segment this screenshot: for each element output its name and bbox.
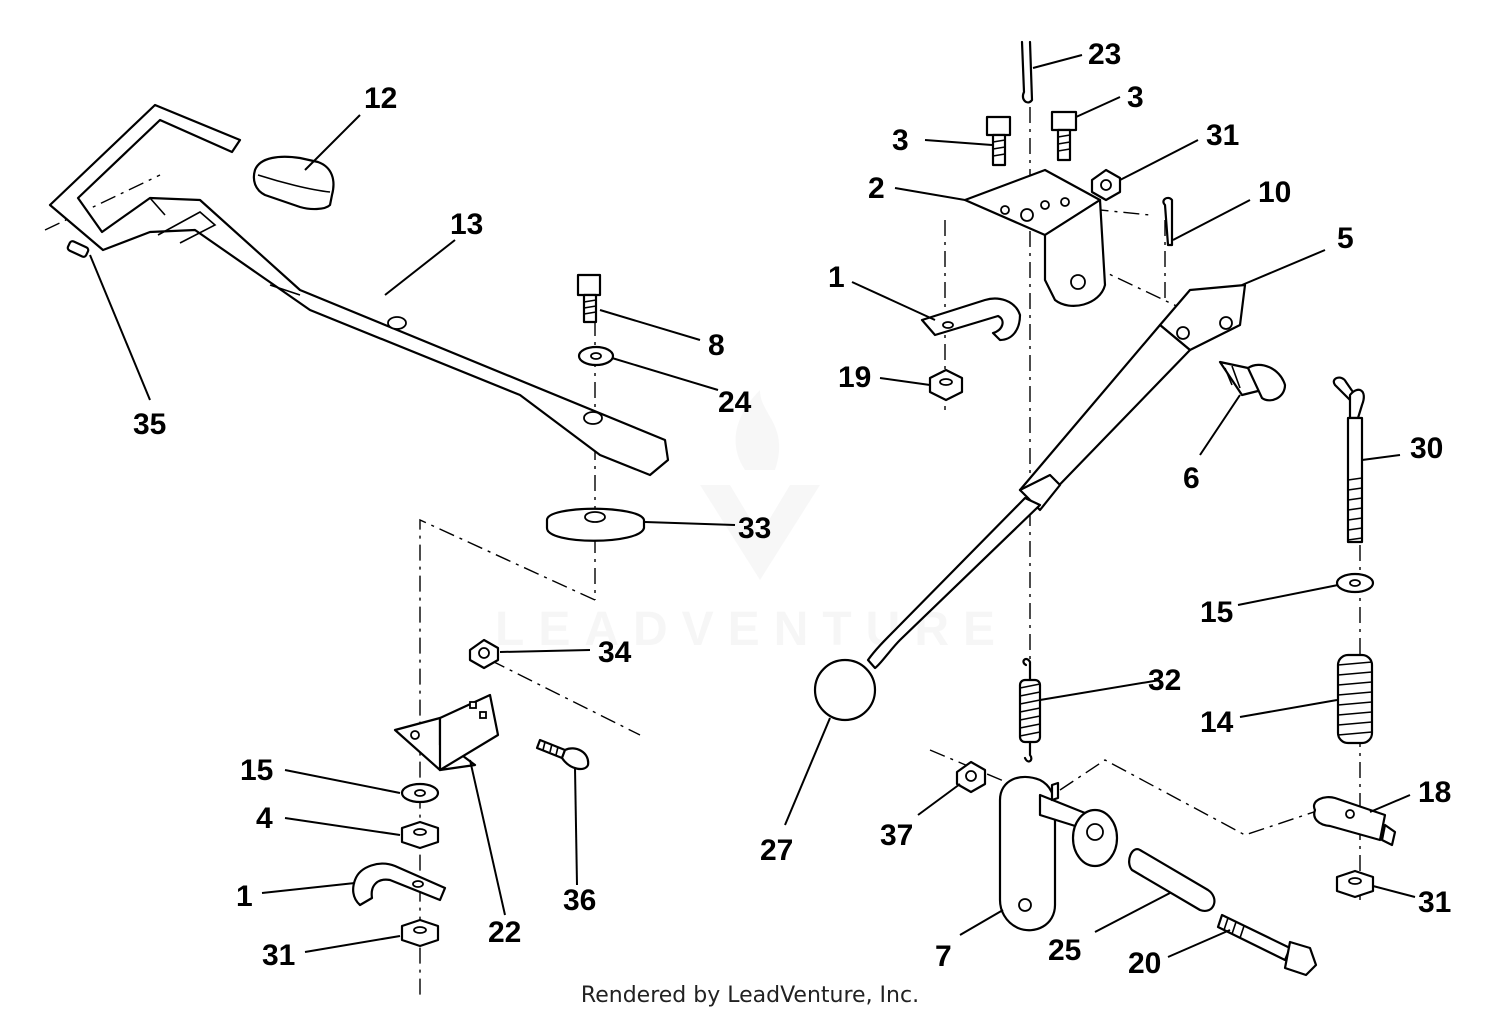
part-25-spacer [1128, 848, 1216, 912]
part-32-spring [1018, 657, 1042, 763]
callout-34: 34 [598, 636, 632, 669]
callout-5: 5 [1337, 222, 1354, 255]
leader-lines [89, 54, 1416, 958]
part-4-nut [400, 820, 440, 850]
part-13-lever-plate [48, 103, 670, 477]
part-8-bolt [576, 273, 602, 324]
callout-4: 4 [256, 802, 273, 835]
callout-1-left: 1 [236, 880, 253, 913]
callout-27: 27 [760, 834, 793, 867]
center-lines [44, 45, 1361, 1000]
callout-30: 30 [1410, 432, 1443, 465]
part-5-lever [866, 283, 1247, 670]
callout-33: 33 [738, 512, 771, 545]
callout-3-right: 3 [1127, 81, 1144, 114]
part-6-bolt [1218, 360, 1287, 402]
callout-31-top: 31 [1206, 119, 1239, 152]
callout-15-left: 15 [240, 754, 273, 787]
callout-7: 7 [935, 940, 952, 973]
callout-36: 36 [563, 884, 596, 917]
callout-labels: 12 13 35 8 24 33 34 15 4 1 31 22 36 23 3… [133, 38, 1451, 980]
callout-35: 35 [133, 408, 166, 441]
part-20-bolt [1216, 913, 1318, 977]
callout-3-left: 3 [892, 124, 909, 157]
callout-13: 13 [450, 208, 483, 241]
callout-37: 37 [880, 819, 913, 852]
callout-10: 10 [1258, 176, 1291, 209]
watermark-text: LEADVENTURE [495, 603, 1009, 656]
callout-14: 14 [1200, 706, 1234, 739]
callout-25: 25 [1048, 934, 1081, 967]
callout-15-right: 15 [1200, 596, 1233, 629]
part-1-clip-left [352, 862, 447, 907]
part-31-nut-top [1090, 168, 1122, 202]
callout-19: 19 [838, 361, 871, 394]
callout-22: 22 [488, 916, 521, 949]
part-18-pin [1312, 796, 1397, 847]
callout-1-right: 1 [828, 261, 845, 294]
part-23-cotter-pin [1020, 40, 1034, 104]
part-30-eyebolt [1332, 376, 1365, 544]
part-37-nut [955, 760, 987, 794]
part-7-arm [998, 775, 1119, 932]
callout-32: 32 [1148, 664, 1181, 697]
callout-23: 23 [1088, 38, 1121, 71]
part-35-pin [66, 240, 90, 258]
part-1-clip-right [920, 297, 1022, 342]
part-22-bracket [393, 693, 500, 772]
callout-18: 18 [1418, 776, 1451, 809]
part-24-washer [577, 345, 615, 367]
part-2-bracket [963, 168, 1107, 307]
callout-6: 6 [1183, 462, 1200, 495]
part-3-bolt-left [985, 115, 1012, 167]
part-14-spring [1336, 653, 1374, 745]
callout-12: 12 [364, 82, 397, 115]
part-33-washer [545, 507, 646, 542]
footer-credit: Rendered by LeadVenture, Inc. [580, 983, 920, 1008]
part-10-cotter [1162, 196, 1174, 247]
part-15-washer-right [1335, 572, 1375, 594]
callout-2: 2 [868, 172, 885, 205]
part-27-knob [813, 658, 877, 722]
part-19-nut [928, 368, 964, 402]
part-31-nut-right [1335, 869, 1375, 899]
part-12-grip [252, 155, 335, 211]
callout-31-right: 31 [1418, 886, 1451, 919]
part-3-bolt-right [1050, 110, 1078, 162]
callout-31-left: 31 [262, 939, 295, 972]
part-34-nut [468, 638, 500, 670]
callout-24: 24 [718, 386, 752, 419]
part-36-bolt [535, 738, 590, 771]
part-15-washer-left [400, 782, 440, 804]
callout-20: 20 [1128, 947, 1161, 980]
part-31-nut-left [400, 918, 440, 948]
callout-8: 8 [708, 329, 725, 362]
